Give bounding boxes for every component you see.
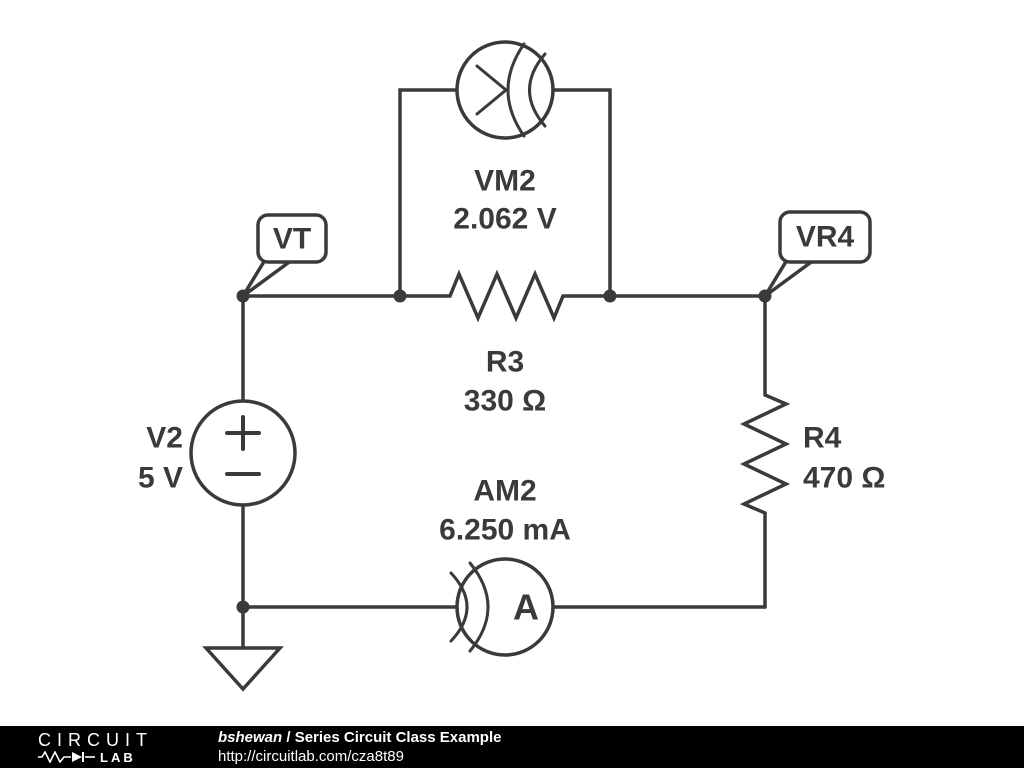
node-flag-vt[interactable]: VT <box>241 213 328 298</box>
resistor-logo-icon <box>38 751 95 763</box>
wire-voltmeter-left[interactable] <box>398 88 459 298</box>
label-vm2-name: VM2 <box>474 165 536 198</box>
label-r4-value: 470 Ω <box>803 462 885 495</box>
footer-separator: / <box>282 728 295 746</box>
node-dot-vm-left <box>393 289 407 303</box>
ammeter-am2[interactable]: A <box>449 557 555 657</box>
voltmeter-vm2[interactable] <box>455 40 555 140</box>
label-r3-value: 330 Ω <box>464 385 546 418</box>
circuit-schematic: A VT VR4 VM2 2.062 V R3 330 Ω V2 5 V AM2… <box>138 40 885 692</box>
voltmeter-arc-outer <box>506 42 526 138</box>
flag-vt-tail <box>241 258 298 298</box>
label-vm2-value: 2.062 V <box>453 203 556 236</box>
node-dot-vm-right <box>603 289 617 303</box>
footer-byline: bshewan / Series Circuit Class Example <box>218 728 501 748</box>
wire-top-rail-resistor-r3[interactable] <box>241 269 767 323</box>
label-v2-name: V2 <box>146 422 183 455</box>
node-dot-ground <box>236 600 250 614</box>
flag-vt-box <box>256 213 328 264</box>
ground-symbol[interactable] <box>202 605 284 692</box>
node-flag-vr4[interactable]: VR4 <box>763 210 872 298</box>
ammeter-letter: A <box>513 587 539 628</box>
ground-triangle <box>202 646 284 692</box>
circuitlab-logo[interactable]: CIRCUIT LAB <box>38 731 208 764</box>
logo-lab-text: LAB <box>100 749 136 765</box>
label-am2-value: 6.250 mA <box>439 514 571 547</box>
flag-vr4-label: VR4 <box>796 221 855 254</box>
footer-author: bshewan <box>218 728 283 746</box>
footer-url[interactable]: http://circuitlab.com/cza8t89 <box>218 748 404 765</box>
wire-voltmeter-right[interactable] <box>551 88 612 298</box>
voltmeter-chevron <box>475 64 509 116</box>
voltmeter-arc-inner <box>528 52 547 128</box>
ammeter-arc-inner <box>449 571 469 643</box>
flag-vr4-tail <box>763 258 820 298</box>
label-r4-name: R4 <box>803 422 842 455</box>
flag-vr4-box <box>778 210 872 264</box>
wire-right-rail-resistor-r4[interactable] <box>739 294 791 609</box>
source-body <box>189 399 297 507</box>
voltage-source-v2[interactable] <box>189 399 297 507</box>
footer-title: Series Circuit Class Example <box>294 728 502 746</box>
footer-text-block: bshewan / Series Circuit Class Example h… <box>218 728 501 767</box>
footer-bar: CIRCUIT LAB bshewan / Series Circuit Cla… <box>0 726 1024 768</box>
ammeter-arc-outer <box>468 561 490 653</box>
logo-circuit-text: CIRCUIT <box>38 729 153 750</box>
flag-vt-label: VT <box>273 223 311 256</box>
label-am2-name: AM2 <box>473 475 536 508</box>
label-v2-value: 5 V <box>138 462 183 495</box>
label-r3-name: R3 <box>486 346 524 379</box>
